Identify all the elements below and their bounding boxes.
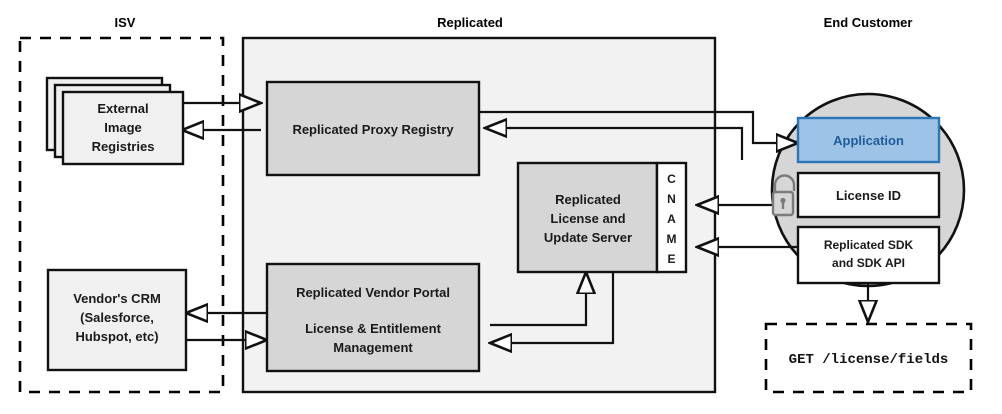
node-license-id[interactable]: License ID — [796, 171, 941, 219]
connection-layer — [182, 103, 868, 343]
external-image-registries-label-line-2: Image — [104, 120, 142, 135]
node-vendors-crm[interactable]: Vendor's CRM (Salesforce, Hubspot, etc) — [46, 268, 188, 372]
license-id-box — [796, 171, 941, 219]
replicated-license-server-label-line-2: License and — [550, 211, 625, 226]
replicated-vendor-portal-box — [265, 262, 481, 373]
node-replicated-sdk[interactable]: Replicated SDK and SDK API — [796, 225, 941, 285]
external-image-registries-label-line-1: External — [97, 101, 148, 116]
zone-label-isv: ISV — [115, 15, 136, 30]
cname-letter-e: E — [667, 252, 675, 266]
vendors-crm-label-line-1: Vendor's CRM — [73, 291, 161, 306]
cname-box — [655, 161, 688, 274]
replicated-license-server-label-line-3: Update Server — [544, 230, 632, 245]
node-replicated-vendor-portal[interactable]: Replicated Vendor Portal License & Entit… — [265, 262, 481, 373]
node-external-image-registries[interactable]: External Image Registries — [45, 76, 185, 166]
api-request-label: GET /license/fields — [789, 352, 949, 368]
edge-application-to-proxy — [485, 128, 744, 160]
application-label: Application — [833, 133, 904, 148]
replicated-sdk-label-line-2: and SDK API — [832, 256, 905, 270]
vendors-crm-label-line-2: (Salesforce, — [80, 310, 154, 325]
node-replicated-proxy-registry[interactable]: Replicated Proxy Registry — [265, 80, 481, 177]
cname-letter-n: N — [667, 192, 676, 206]
replicated-vendor-portal-label-line-4: Management — [333, 340, 413, 355]
api-request-boundary — [764, 322, 973, 394]
application-box — [796, 116, 941, 164]
replicated-vendor-portal-label-line-1: Replicated Vendor Portal — [296, 285, 450, 300]
replicated-proxy-registry-box — [265, 80, 481, 177]
edge-vendor-portal-to-license-server — [490, 272, 586, 327]
external-image-registries-front — [61, 90, 185, 166]
replicated-license-server-box — [516, 161, 659, 274]
node-api-request[interactable]: GET /license/fields — [764, 322, 973, 394]
replicated-proxy-registry-label: Replicated Proxy Registry — [292, 122, 454, 137]
node-cname[interactable]: C N A M E — [655, 161, 688, 274]
vendors-crm-label-line-3: Hubspot, etc) — [75, 329, 158, 344]
vendors-crm-box — [46, 268, 188, 372]
edge-license-server-to-vendor-portal — [490, 272, 615, 343]
replicated-vendor-portal-label-line-3: License & Entitlement — [305, 321, 441, 336]
zone-isv-boundary — [18, 36, 225, 394]
unlocked-padlock-icon — [771, 174, 796, 217]
zone-label-end-customer: End Customer — [824, 15, 913, 30]
node-replicated-license-and-update-server[interactable]: Replicated License and Update Server — [516, 161, 659, 274]
zone-label-replicated: Replicated — [437, 15, 503, 30]
node-application[interactable]: Application — [796, 116, 941, 164]
external-image-registries-label-line-3: Registries — [92, 139, 155, 154]
license-id-label: License ID — [836, 188, 901, 203]
replicated-license-server-label-line-1: Replicated — [555, 192, 621, 207]
replicated-sdk-box — [796, 225, 941, 285]
replicated-sdk-label-line-1: Replicated SDK — [824, 238, 914, 252]
edge-proxy-to-application — [479, 110, 798, 143]
cname-letter-a: A — [667, 212, 676, 226]
cname-letter-c: C — [667, 172, 676, 186]
cname-letter-m: M — [667, 232, 677, 246]
